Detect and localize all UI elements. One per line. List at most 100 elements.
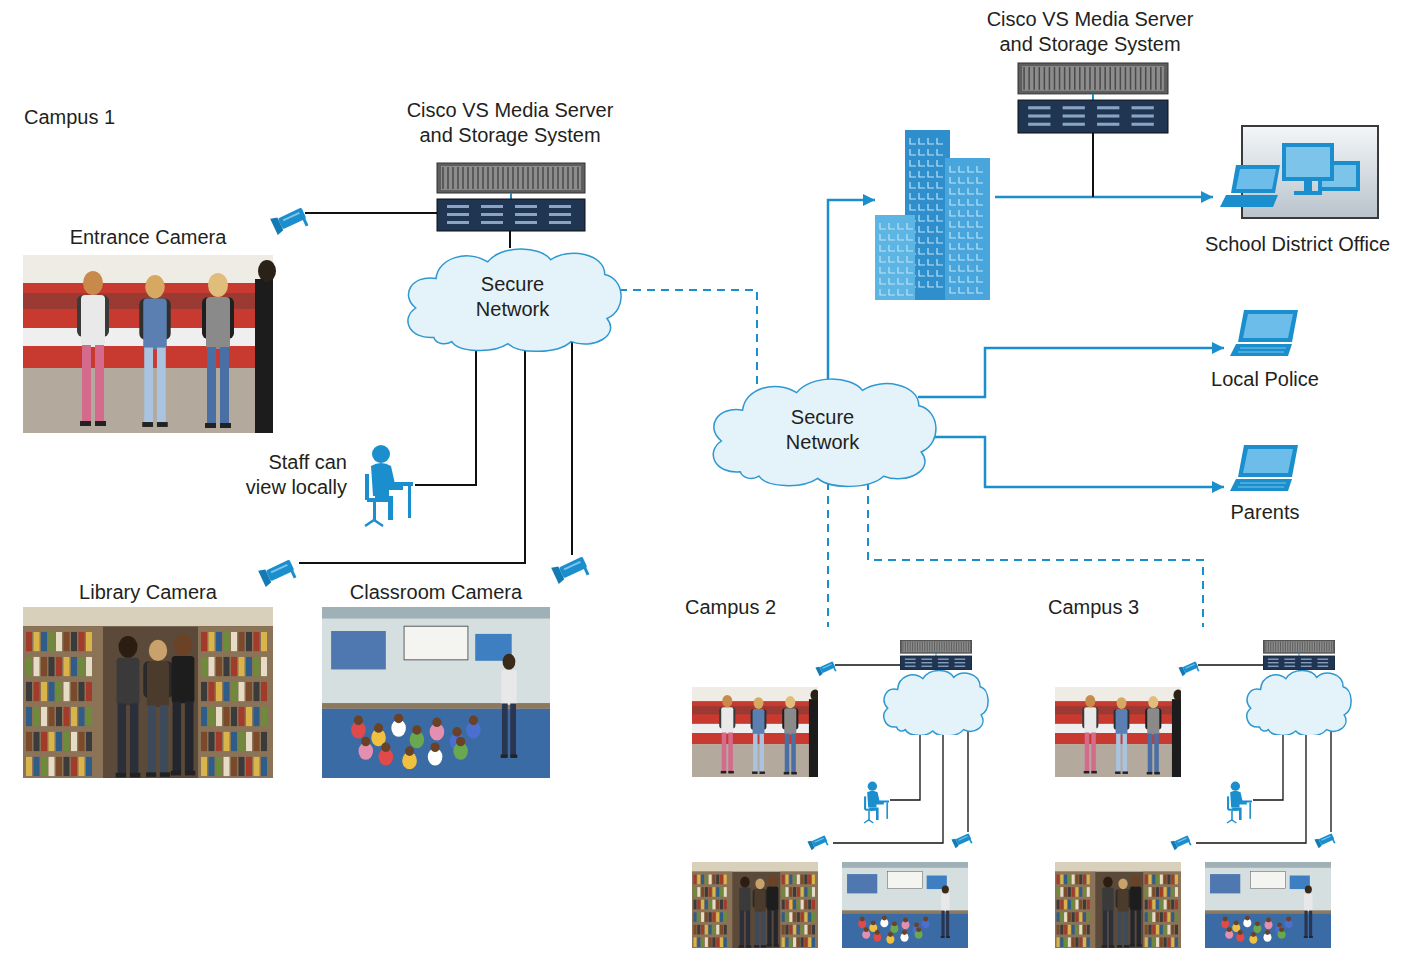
server-vent [958, 642, 959, 652]
mini-cloud [1247, 671, 1351, 736]
book [1167, 887, 1170, 897]
camera-highlight [814, 838, 823, 843]
person-figure [501, 654, 518, 758]
bookshelf [1143, 872, 1181, 948]
chair-seat [367, 498, 383, 502]
camera-highlight [283, 212, 300, 221]
server-vent [477, 167, 479, 189]
server-vent [557, 167, 559, 189]
ceiling [1055, 862, 1181, 872]
person-head [174, 634, 193, 656]
person-head [208, 273, 228, 297]
book [1075, 900, 1078, 910]
camera-lens [1170, 840, 1178, 851]
media-server [1018, 63, 1168, 133]
diagram-node: Cisco VS Media Server and Storage System [380, 98, 640, 233]
server-vent [1059, 67, 1061, 90]
camera-icon [815, 660, 837, 679]
building-window [937, 193, 943, 199]
server-vent [1028, 67, 1030, 90]
building-window [910, 171, 916, 177]
book [1175, 875, 1178, 885]
person-head [1118, 879, 1127, 890]
book [1057, 887, 1060, 897]
person-body [371, 463, 403, 496]
storage-light [1063, 114, 1085, 117]
book [1057, 937, 1060, 947]
person-shoe [220, 423, 231, 428]
person-shoe [1117, 945, 1122, 947]
camera-icon [270, 205, 309, 239]
book [1057, 875, 1060, 885]
person-leg [767, 910, 771, 946]
node-label: Cisco VS Media Server and Storage System [977, 7, 1203, 57]
building-window [898, 267, 904, 273]
book [49, 632, 55, 651]
photo-ground [1055, 862, 1181, 948]
book [64, 657, 70, 676]
book [1079, 900, 1082, 910]
mini-photo [692, 862, 818, 948]
book [793, 937, 796, 947]
book [224, 757, 230, 776]
person-shoe [1154, 772, 1160, 775]
building-window [959, 166, 965, 172]
book [789, 925, 792, 935]
person-leg [941, 911, 944, 937]
library-photo [23, 607, 273, 778]
person-leg [1304, 911, 1307, 937]
camera-icon [951, 832, 973, 851]
building-window [937, 149, 943, 155]
book [1075, 925, 1078, 935]
laptop-screen [1231, 165, 1280, 193]
camera-symbol [261, 555, 301, 585]
person-shoe [142, 422, 153, 427]
storage-light [1284, 662, 1295, 663]
building-window [950, 166, 956, 172]
book [808, 912, 811, 922]
person-coat [117, 658, 140, 705]
child-head [1251, 932, 1256, 937]
building-window [907, 223, 913, 229]
server-vent [1273, 642, 1274, 652]
server-vent [572, 167, 574, 189]
person-head [868, 782, 877, 791]
book [1160, 887, 1163, 897]
cloud-shape [408, 249, 621, 351]
server-vent [542, 167, 544, 189]
person-head [1231, 782, 1240, 791]
person-coat [941, 894, 949, 912]
person-shoe [1084, 771, 1090, 774]
book [1068, 875, 1071, 885]
person-head [1131, 876, 1141, 887]
book [709, 900, 712, 910]
book [79, 732, 85, 751]
server-vent [1326, 642, 1327, 652]
building-window [919, 171, 925, 177]
person-leg [160, 705, 168, 774]
building-window [919, 270, 925, 276]
server-vent [1109, 67, 1111, 90]
office-building [875, 130, 995, 300]
building-window [959, 232, 965, 238]
monitor-stand [1304, 181, 1312, 191]
building-window [977, 199, 983, 205]
person-head [1103, 877, 1113, 888]
person-head [768, 876, 778, 887]
server-vent [567, 167, 569, 189]
book [261, 707, 267, 726]
person-head [722, 695, 732, 707]
network-cloud [705, 375, 940, 485]
child-head [1265, 930, 1270, 935]
book [709, 875, 712, 885]
building-window [937, 237, 943, 243]
book [1164, 925, 1167, 935]
book [789, 875, 792, 885]
building-window [928, 149, 934, 155]
storage-light [938, 662, 949, 663]
person-figure [1145, 696, 1161, 774]
person-coat [81, 295, 105, 347]
server-vent [457, 167, 459, 189]
server-vent [922, 642, 923, 652]
child-head [923, 917, 928, 922]
